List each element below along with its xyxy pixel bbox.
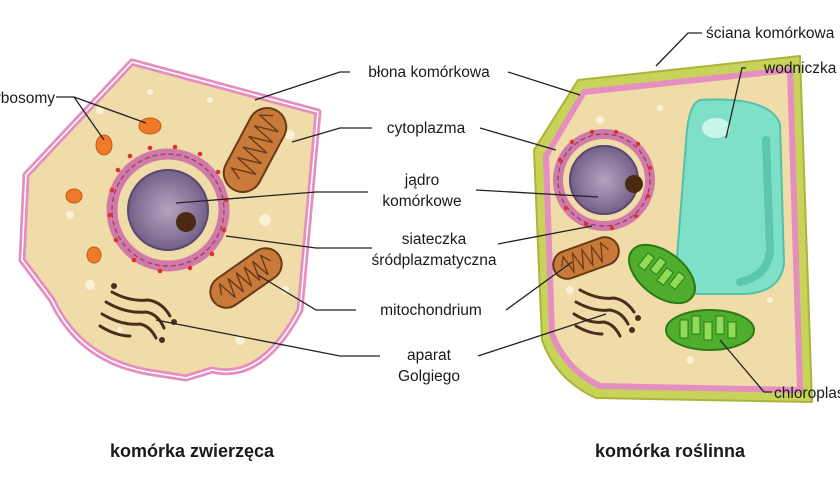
- er-ribosome-dots: [107, 144, 229, 274]
- plant-mitochondrion: [552, 236, 620, 280]
- mitochondrion-1: [222, 107, 288, 193]
- ribosomes: [65, 117, 162, 264]
- label-nucleus-1: jądro: [404, 172, 439, 189]
- plant-golgi-apparatus: [572, 288, 641, 338]
- label-ribosomes: rybosomy: [0, 90, 55, 107]
- label-mitochondrion: mitochondrium: [380, 302, 482, 319]
- label-cell-wall: ściana komórkowa: [706, 25, 835, 42]
- caption-plant-cell: komórka roślinna: [595, 441, 746, 461]
- label-nucleus-2: komórkowe: [382, 193, 461, 210]
- label-chloroplast: chloroplast: [774, 385, 840, 402]
- label-golgi-2: Golgiego: [398, 368, 460, 385]
- chloroplast-1: [628, 243, 696, 305]
- label-vacuole: wodniczka: [763, 60, 837, 77]
- animal-cell: [18, 58, 322, 382]
- label-membrane: błona komórkowa: [368, 64, 490, 81]
- mitochondrion-2: [209, 247, 283, 309]
- label-golgi-1: aparat: [407, 347, 452, 364]
- vacuole: [674, 98, 786, 295]
- leader-lines: [56, 32, 772, 393]
- cytoplasm-vesicles: [66, 89, 295, 345]
- plant-nucleolus: [625, 175, 643, 193]
- label-er-2: śródplazmatyczna: [372, 252, 497, 269]
- nucleolus: [176, 212, 196, 232]
- caption-animal-cell: komórka zwierzęca: [110, 441, 275, 461]
- nucleus: [127, 169, 209, 251]
- labels: rybosomy błona komórkowa cytoplazma jądr…: [0, 25, 840, 461]
- plant-er-ribosome-dots: [557, 129, 653, 231]
- chloroplast-2: [665, 309, 755, 351]
- label-er-1: siateczka: [402, 231, 467, 248]
- label-cytoplasm: cytoplazma: [387, 120, 466, 137]
